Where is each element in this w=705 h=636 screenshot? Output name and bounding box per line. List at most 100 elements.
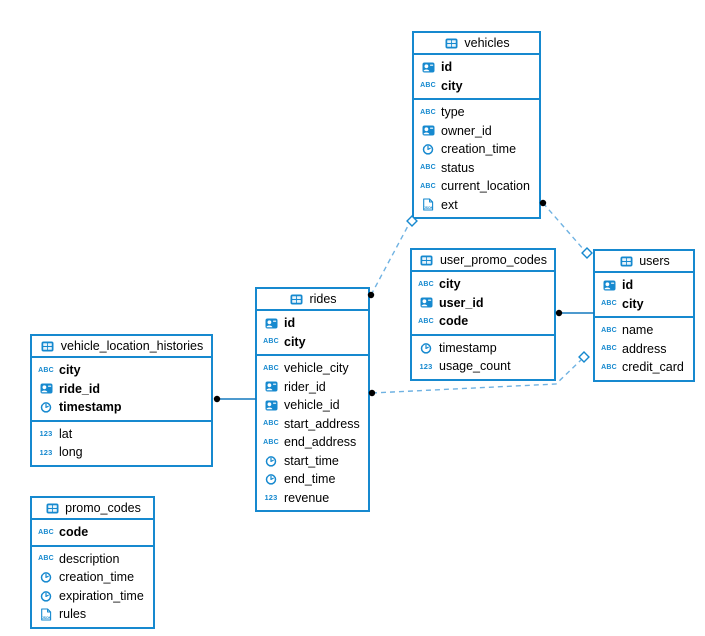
id-ref-icon [263,398,279,412]
column-row[interactable]: expiration_time [32,587,153,606]
id-ref-icon [601,278,617,292]
column-label: revenue [284,490,330,505]
column-row[interactable]: start_time [257,452,368,471]
column-row[interactable]: JSON ext [414,196,539,215]
column-label: description [59,551,120,566]
column-label: lat [59,426,73,441]
primary-key-row[interactable]: id [257,314,368,333]
clock-icon [38,570,54,584]
column-row[interactable]: rider_id [257,378,368,397]
column-row[interactable]: JSON rules [32,605,153,624]
column-row[interactable]: ABC end_address [257,433,368,452]
column-row[interactable]: creation_time [32,568,153,587]
primary-key-row[interactable]: timestamp [32,398,211,417]
primary-key-row[interactable]: id [595,276,693,295]
column-label: long [59,445,83,460]
column-label: timestamp [59,400,122,415]
column-label: ext [441,197,458,212]
column-row[interactable]: ABC start_address [257,415,368,434]
table-icon [288,292,304,306]
column-row[interactable]: vehicle_id [257,396,368,415]
column-row[interactable]: creation_time [414,140,539,159]
column-label: timestamp [439,340,497,355]
svg-text:JSON: JSON [42,616,52,620]
column-label: city [284,334,306,349]
column-label: rules [59,607,87,622]
abc-icon: ABC [420,108,436,116]
primary-key-row[interactable]: user_id [412,294,554,313]
abc-icon: ABC [420,164,436,172]
table-icon [44,501,60,515]
table-icon [419,253,435,267]
primary-key-row[interactable]: ride_id [32,380,211,399]
table-title: promo_codes [65,501,141,515]
column-row[interactable]: 123 long [32,443,211,462]
number-icon: 123 [419,361,433,371]
id-ref-icon [263,316,279,330]
abc-icon: ABC [263,438,279,446]
table-header-vehicles[interactable]: vehicles [414,33,539,55]
table-header-promo_codes[interactable]: promo_codes [32,498,153,520]
table-icon [618,254,634,268]
column-row[interactable]: owner_id [414,122,539,141]
column-label: city [439,277,461,292]
abc-icon: ABC [601,300,617,308]
svg-text:JSON: JSON [424,206,434,210]
column-row[interactable]: timestamp [412,339,554,358]
table-header-vehicle_location_histories[interactable]: vehicle_location_histories [32,336,211,358]
abc-icon: ABC [263,420,279,428]
table-header-users[interactable]: users [595,251,693,273]
column-label: code [59,525,89,540]
table-header-rides[interactable]: rides [257,289,368,311]
table-icon [443,36,459,50]
number-icon: 123 [39,447,53,457]
abc-icon: ABC [263,364,279,372]
table-title: vehicle_location_histories [60,339,204,353]
column-row[interactable]: end_time [257,470,368,489]
clock-icon [38,589,54,603]
column-label: user_id [439,295,484,310]
column-label: name [622,323,654,338]
primary-key-row[interactable]: id [414,58,539,77]
column-label: end_address [284,435,357,450]
table-header-user_promo_codes[interactable]: user_promo_codes [412,250,554,272]
column-label: id [441,60,453,75]
column-label: vehicle_city [284,361,349,376]
abc-icon: ABC [420,182,436,190]
clock-icon [420,142,436,156]
table-title: vehicles [464,36,510,50]
column-label: start_address [284,416,360,431]
column-label: address [622,341,667,356]
column-row[interactable]: ABC vehicle_city [257,359,368,378]
